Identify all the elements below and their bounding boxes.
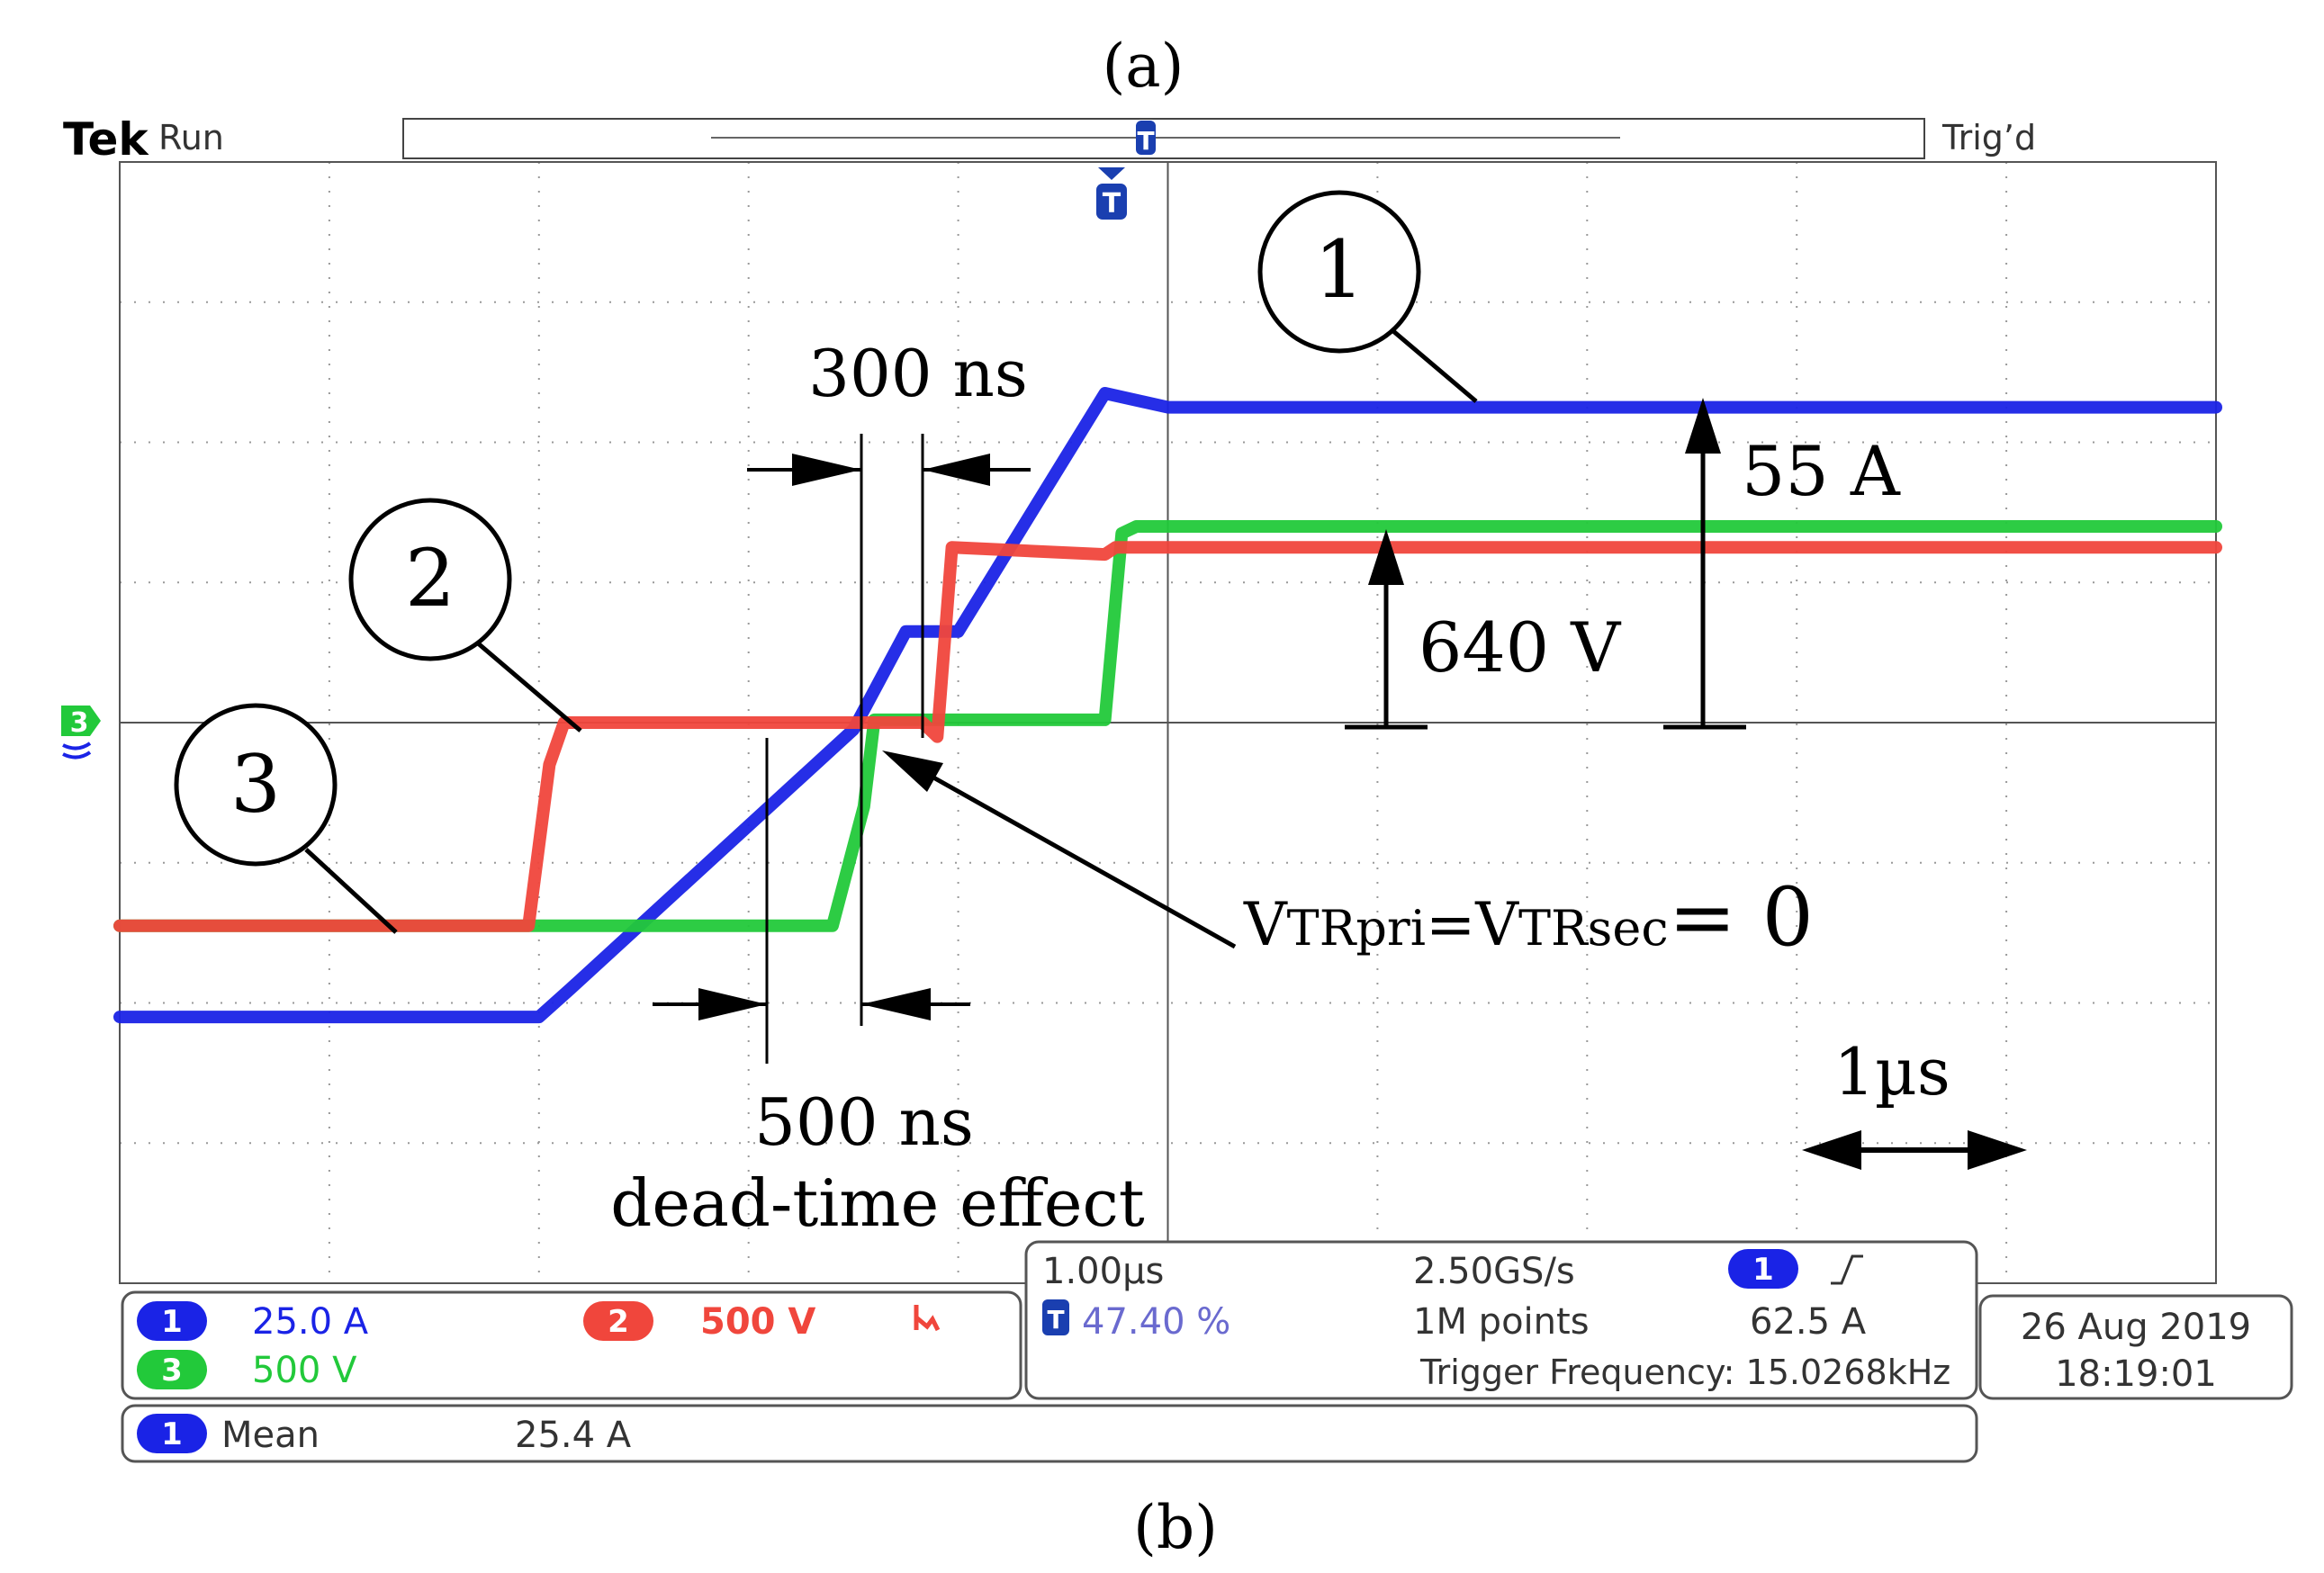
svg-text:2: 2 [608,1304,629,1340]
svg-text:500 ns: 500 ns [754,1084,974,1160]
svg-text:55 A: 55 A [1742,431,1901,511]
zero-voltage-annotation: VTRpri=VTRsec= 0 [882,751,1814,965]
deadtime-300ns-annotation: 300 ns [747,336,1031,1026]
measurement-panel: 1 Mean 25.4 A [121,1404,1978,1463]
trigger-status: Trig’d [1941,118,2036,157]
svg-text:3: 3 [230,738,281,831]
caption-b: (b) [1133,1493,1218,1562]
rising-edge-icon [1831,1254,1863,1285]
channel-1-scale: 25.0 A [252,1301,369,1343]
svg-text:3: 3 [161,1353,183,1389]
channel-2-scale: 500 V [700,1301,815,1343]
svg-text:1µs: 1µs [1833,1034,1950,1110]
trigger-position-icon: T [1136,121,1156,156]
annotation-channel-1: 1 [1257,190,1478,403]
datetime-panel: 26 Aug 2019 18:19:01 [1978,1294,2293,1400]
record-length: 1M points [1413,1301,1590,1343]
svg-text:3: 3 [70,707,89,739]
measurement-source-badge [137,1414,207,1453]
svg-text:1: 1 [1314,223,1365,316]
channel-3-ground-marker: 3 [61,706,101,760]
svg-text:300 ns: 300 ns [808,336,1028,411]
channel-readout-panel: 1 25.0 A 2 500 V 3 500 V [121,1290,1022,1400]
brand-logo: Tek [63,113,149,166]
svg-text:1: 1 [1752,1252,1774,1288]
trigger-position-percent: 47.40 % [1082,1301,1230,1343]
svg-text:T: T [1047,1305,1064,1335]
bandwidth-limit-icon [914,1305,941,1332]
capture-date: 26 Aug 2019 [2021,1307,2251,1348]
svg-text:2: 2 [405,532,455,625]
caption-a: (a) [1103,31,1185,101]
capture-time: 18:19:01 [2055,1353,2217,1395]
voltage-step-annotation: 640 V [1345,529,1621,730]
time-scale-annotation: 1µs [1802,1034,2027,1170]
svg-text:VTRpri=VTRsec= 0: VTRpri=VTRsec= 0 [1243,870,1814,965]
waveforms [113,387,2222,1024]
measurement-name: Mean [221,1415,320,1456]
trigger-time-icon: T [1096,167,1127,220]
measurement-value: 25.4 A [515,1415,632,1456]
channel-3-badge [137,1350,207,1389]
sample-rate: 2.50GS/s [1413,1251,1575,1292]
svg-text:dead-time effect: dead-time effect [610,1165,1144,1241]
channel-2-badge [583,1301,653,1341]
run-state: Run [158,118,224,157]
time-per-division: 1.00µs [1042,1251,1164,1292]
waveform-channel-3 [113,520,2222,932]
deadtime-500ns-annotation: 500 ns dead-time effect [610,738,1145,1241]
trigger-position-badge: T [1042,1299,1069,1335]
channel-1-badge [137,1301,207,1341]
current-step-annotation: 55 A [1663,398,1901,730]
svg-text:1: 1 [161,1304,183,1340]
annotation-channel-2: 2 [348,498,582,733]
svg-text:T: T [1103,188,1121,220]
annotation-channel-3: 3 [174,703,398,934]
trigger-frequency: Trigger Frequency: 15.0268kHz [1419,1353,1950,1392]
trigger-level: 62.5 A [1750,1301,1867,1343]
trigger-source-badge [1728,1249,1798,1289]
channel-3-scale: 500 V [252,1350,357,1391]
svg-text:1: 1 [161,1416,183,1452]
svg-text:640 V: 640 V [1419,607,1621,688]
waveform-channel-2 [113,541,2222,932]
waveform-channel-1 [113,387,2222,1024]
graticule [120,162,2216,1283]
timebase-panel: 1.00µs 2.50GS/s 1 T 47.40 % 1M points 62… [1024,1240,1978,1400]
svg-text:T: T [1137,126,1154,156]
